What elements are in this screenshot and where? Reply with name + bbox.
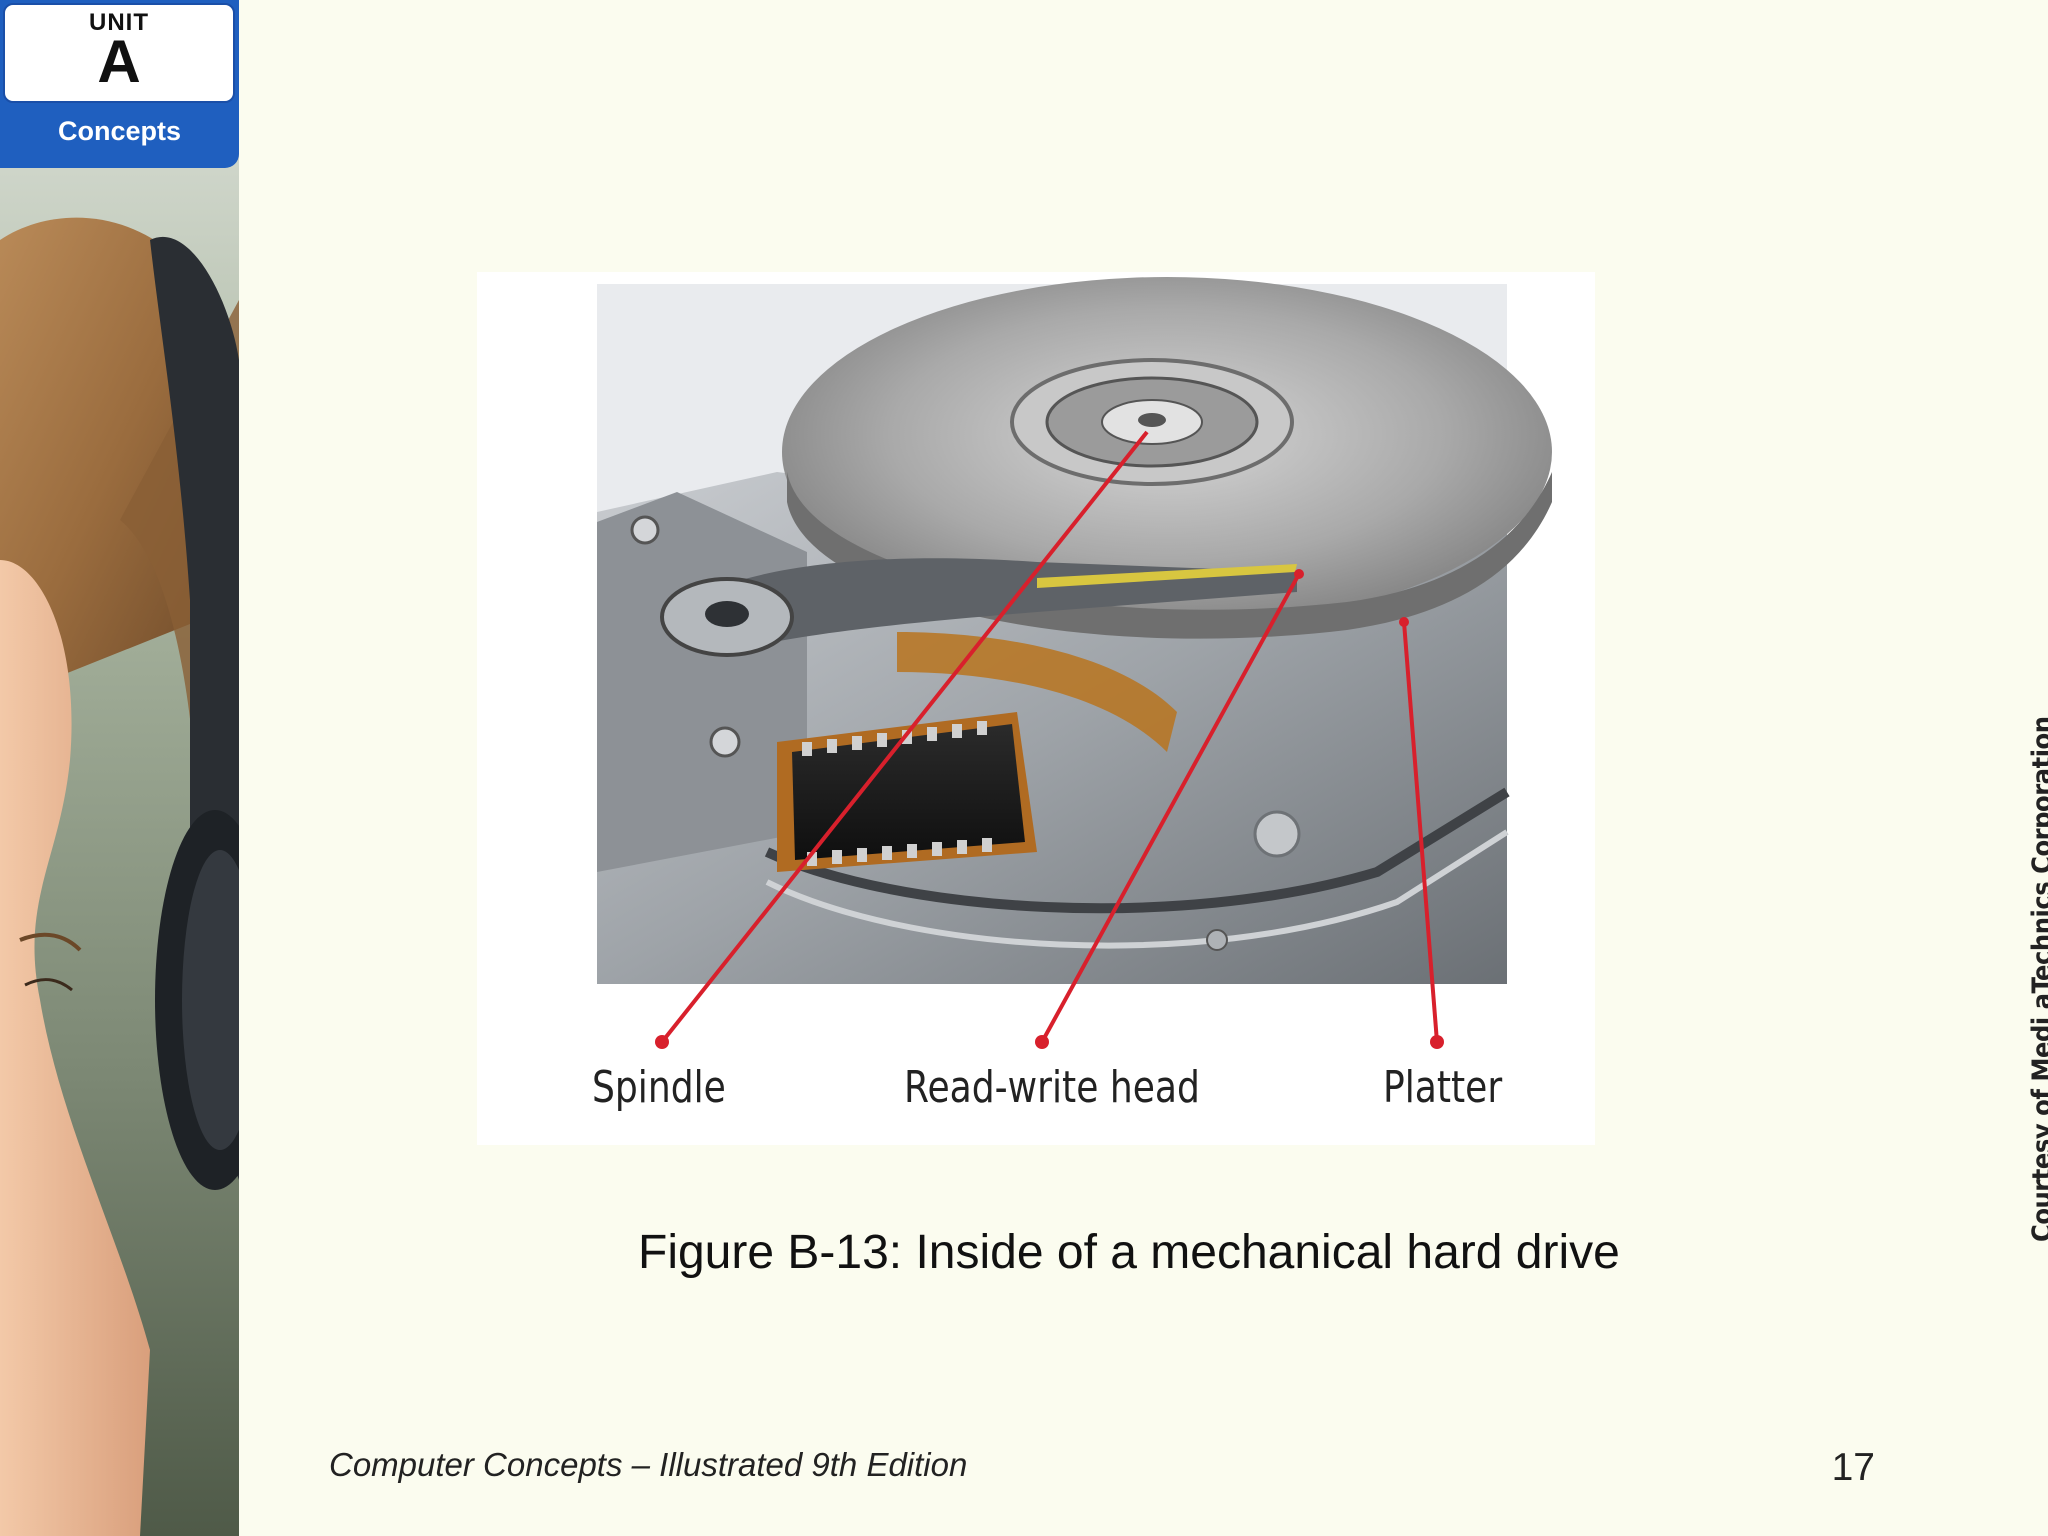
page-number: 17 (1831, 1446, 1875, 1489)
side-photo-strip: UNIT A Concepts (0, 0, 239, 1536)
callout-read-write-head: Read-write head (904, 1062, 1200, 1113)
unit-letter: A (97, 28, 141, 95)
photo-credit: Courtesy of Medi aTechnics Corporation (2027, 716, 2048, 1243)
callout-platter: Platter (1383, 1062, 1503, 1113)
hard-drive-figure: Courtesy of Medi aTechnics Corporation (477, 272, 2048, 1242)
unit-section-label: Concepts (57, 116, 182, 146)
unit-badge: UNIT A Concepts (0, 0, 239, 168)
student-with-headphones-image (0, 0, 239, 1536)
footer-book-title: Computer Concepts – Illustrated 9th Edit… (329, 1446, 968, 1483)
hard-drive-photo (597, 277, 1552, 1049)
callout-lines (655, 430, 1444, 1049)
figure-caption: Figure B-13: Inside of a mechanical hard… (638, 1226, 1620, 1279)
unit-badge-top: UNIT A (3, 3, 235, 103)
callout-spindle: Spindle (592, 1062, 726, 1113)
unit-label: UNIT (89, 9, 149, 36)
